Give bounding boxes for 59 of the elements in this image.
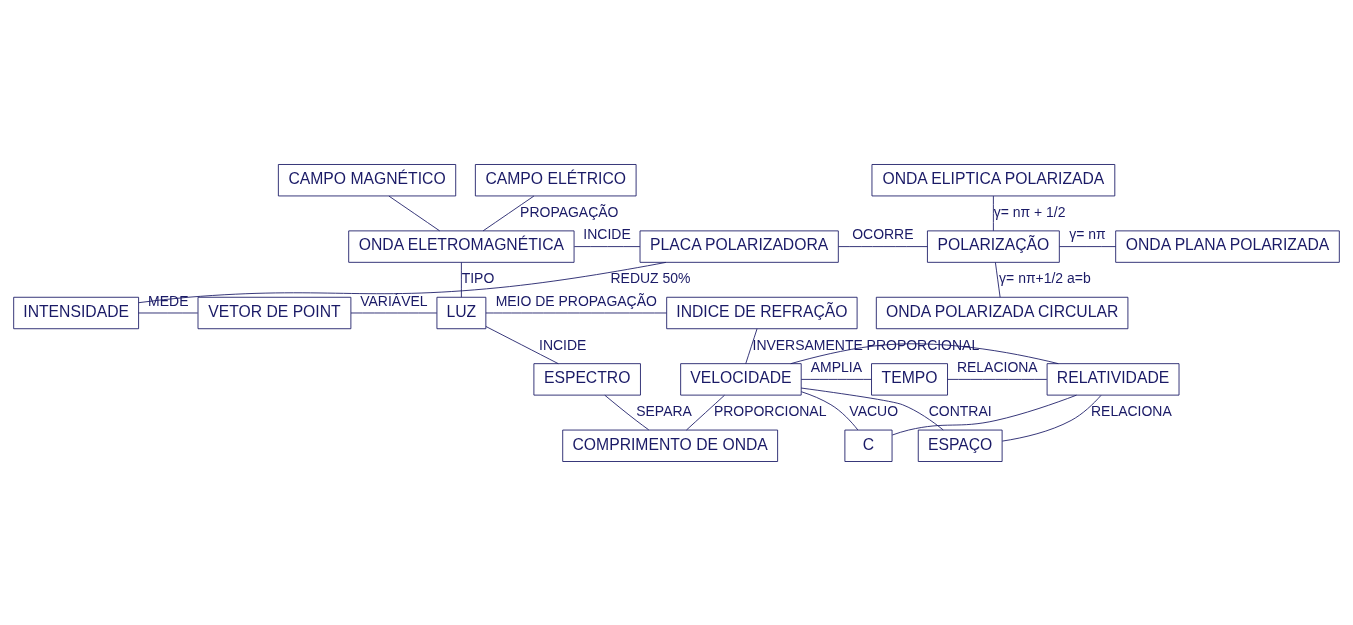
node-box: INDICE DE REFRAÇÃO: [666, 296, 858, 329]
edge-label: INCIDE: [539, 336, 587, 353]
edge-label: TIPO: [461, 269, 495, 286]
node-box: CAMPO MAGNÉTICO: [277, 163, 457, 196]
edge-label: γ= nπ+1/2 a=b: [999, 269, 1091, 286]
node-box: ONDA ELETROMAGNÉTICA: [348, 229, 575, 263]
edge-label: MEIO DE PROPAGAÇÃO: [495, 292, 657, 309]
connector: [485, 325, 559, 364]
edge-label: REDUZ 50%: [610, 269, 691, 286]
edge-label: PROPAGAÇÃO: [520, 203, 619, 220]
edge-label: CONTRAI: [928, 402, 992, 419]
edge-label: VARIÁVEL: [360, 292, 428, 309]
node-box: PLACA POLARIZADORA: [639, 229, 839, 263]
connector: [994, 261, 1001, 298]
connector: [947, 378, 1048, 380]
connector: [138, 312, 199, 313]
connector: [800, 387, 944, 430]
node-box: ESPAÇO: [917, 429, 1003, 462]
connector: [838, 245, 928, 247]
node-box: CAMPO ELÉTRICO: [474, 163, 637, 196]
edge-label: VACUO: [849, 402, 899, 419]
connector: [573, 245, 641, 247]
edge-label: INCIDE: [583, 225, 631, 242]
connector: [891, 394, 1077, 435]
connector: [138, 261, 667, 303]
node-box: COMPRIMENTO DE ONDA: [562, 429, 779, 462]
edge-label: RELACIONA: [1091, 402, 1172, 419]
edge-label: RELACIONA: [956, 358, 1038, 375]
edge-label: γ= nπ: [1069, 225, 1106, 242]
connector: [800, 390, 859, 430]
node-box: LUZ: [436, 296, 487, 329]
edge-label: SEPARA: [636, 402, 692, 419]
connector: [745, 327, 758, 364]
connector: [800, 378, 872, 380]
connector: [350, 312, 438, 313]
node-box: ESPECTRO: [533, 362, 641, 396]
node-box: ONDA PLANA POLARIZADA: [1115, 229, 1340, 263]
connector: [604, 394, 650, 430]
node-box: ONDA POLARIZADA CIRCULAR: [875, 296, 1129, 329]
node-box: VELOCIDADE: [680, 362, 802, 396]
node-box: C: [844, 429, 893, 462]
node-box: INTENSIDADE: [13, 296, 140, 329]
edge-label: AMPLIA: [810, 358, 862, 375]
node-box: RELATIVIDADE: [1046, 362, 1180, 396]
node-box: VETOR DE POINT: [197, 296, 352, 329]
connector: [1001, 394, 1102, 442]
connector: [485, 312, 667, 313]
connector: [460, 261, 462, 298]
node-box: TEMPO: [871, 362, 948, 396]
connector: [992, 195, 994, 231]
connector: [686, 394, 725, 430]
edge-label: OCORRE: [852, 225, 914, 242]
node-box: ONDA ELIPTICA POLARIZADA: [871, 163, 1116, 196]
connector: [1059, 245, 1117, 247]
connector: [388, 195, 441, 231]
edge-label: PROPORCIONAL: [713, 402, 827, 419]
node-box: POLARIZAÇÃO: [927, 229, 1060, 263]
connector: [482, 195, 535, 231]
edge-label: γ= nπ + 1/2: [993, 203, 1066, 220]
